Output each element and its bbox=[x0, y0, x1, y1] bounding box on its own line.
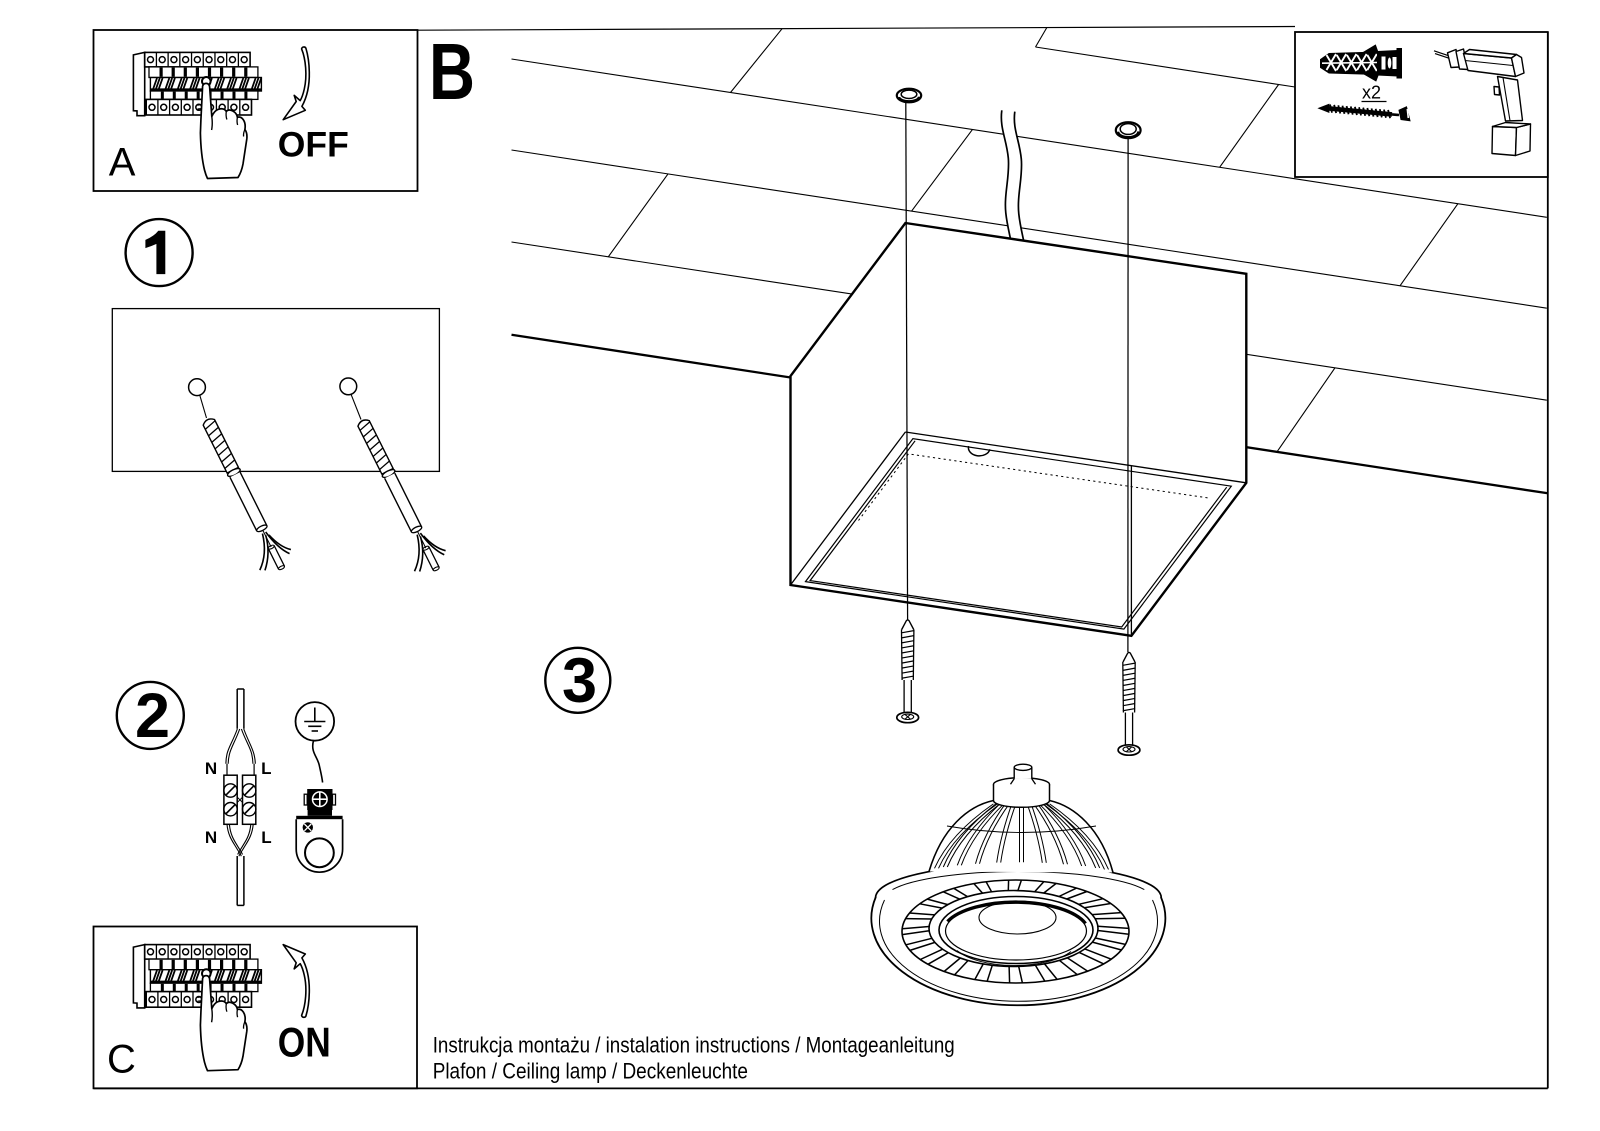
svg-text:3: 3 bbox=[562, 646, 597, 716]
svg-text:Plafon / Ceiling lamp / Decken: Plafon / Ceiling lamp / Deckenleuchte bbox=[433, 1058, 748, 1083]
svg-text:B: B bbox=[429, 27, 475, 116]
svg-text:A: A bbox=[109, 141, 136, 185]
svg-text:N: N bbox=[205, 759, 217, 778]
svg-text:2: 2 bbox=[135, 681, 170, 751]
svg-text:N: N bbox=[205, 828, 217, 847]
svg-text:C: C bbox=[107, 1038, 136, 1082]
svg-text:x2: x2 bbox=[1362, 83, 1381, 103]
svg-text:ON: ON bbox=[278, 1019, 331, 1066]
svg-text:Instrukcja montażu / instalati: Instrukcja montażu / instalation instruc… bbox=[433, 1033, 955, 1058]
svg-text:L: L bbox=[261, 828, 271, 847]
svg-text:L: L bbox=[261, 759, 271, 778]
svg-text:OFF: OFF bbox=[278, 125, 349, 165]
